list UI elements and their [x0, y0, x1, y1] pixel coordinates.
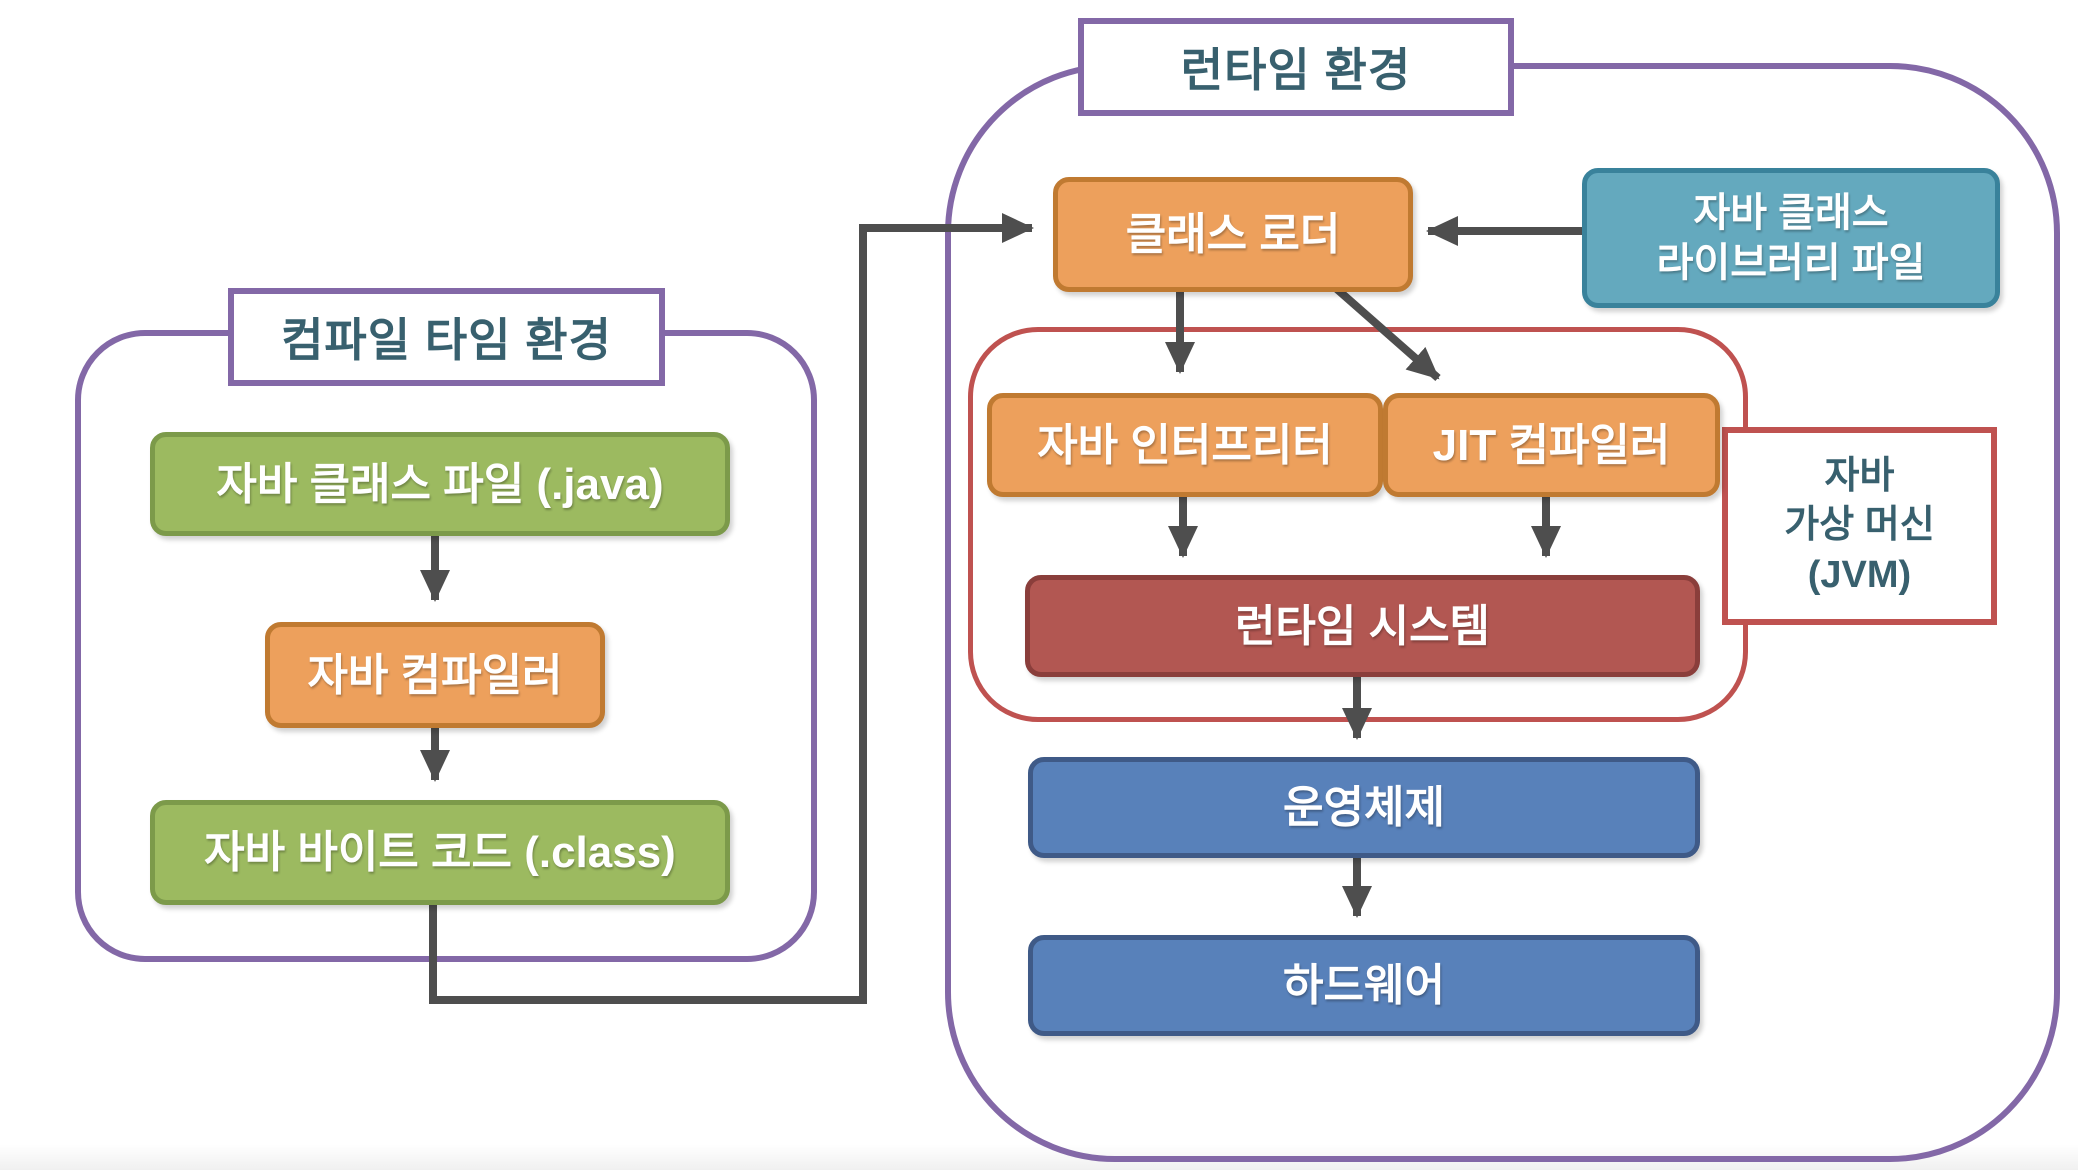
- java-class-library-node: 자바 클래스 라이브러리 파일: [1582, 168, 2000, 308]
- java-interpreter-node: 자바 인터프리터: [987, 393, 1383, 497]
- runtime-system-label: 런타임 시스템: [1234, 601, 1491, 651]
- hardware-node: 하드웨어: [1028, 935, 1700, 1036]
- java-interpreter-label: 자바 인터프리터: [1037, 420, 1333, 470]
- jit-compiler-node: JIT 컴파일러: [1383, 393, 1720, 497]
- class-loader-node: 클래스 로더: [1053, 177, 1413, 292]
- runtime-env-title-text: 런타임 환경: [1180, 44, 1412, 96]
- os-label: 운영체제: [1283, 783, 1445, 832]
- class-loader-label: 클래스 로더: [1125, 210, 1341, 259]
- jvm-label: 자바 가상 머신 (JVM): [1722, 427, 1997, 625]
- java-bytecode-node: 자바 바이트 코드 (.class): [150, 800, 730, 905]
- jvm-label-line2: 가상 머신: [1784, 504, 1935, 547]
- hardware-label: 하드웨어: [1283, 961, 1445, 1010]
- runtime-system-node: 런타임 시스템: [1025, 575, 1700, 677]
- java-class-library-line1: 자바 클래스: [1693, 191, 1889, 235]
- compile-env-title-text: 컴파일 타임 환경: [281, 314, 612, 366]
- jvm-label-line1: 자바: [1824, 454, 1895, 497]
- java-bytecode-label: 자바 바이트 코드 (.class): [204, 828, 676, 877]
- os-node: 운영체제: [1028, 757, 1700, 858]
- compile-env-title: 컴파일 타임 환경: [228, 288, 665, 386]
- java-compiler-label: 자바 컴파일러: [307, 650, 563, 700]
- java-class-file-label: 자바 클래스 파일 (.java): [216, 459, 664, 509]
- jit-compiler-label: JIT 컴파일러: [1432, 420, 1671, 470]
- java-class-library-line2: 라이브러리 파일: [1656, 241, 1926, 285]
- java-compiler-node: 자바 컴파일러: [265, 622, 605, 728]
- runtime-env-title: 런타임 환경: [1078, 18, 1514, 116]
- jvm-label-line3: (JVM): [1807, 553, 1912, 596]
- java-class-file-node: 자바 클래스 파일 (.java): [150, 432, 730, 536]
